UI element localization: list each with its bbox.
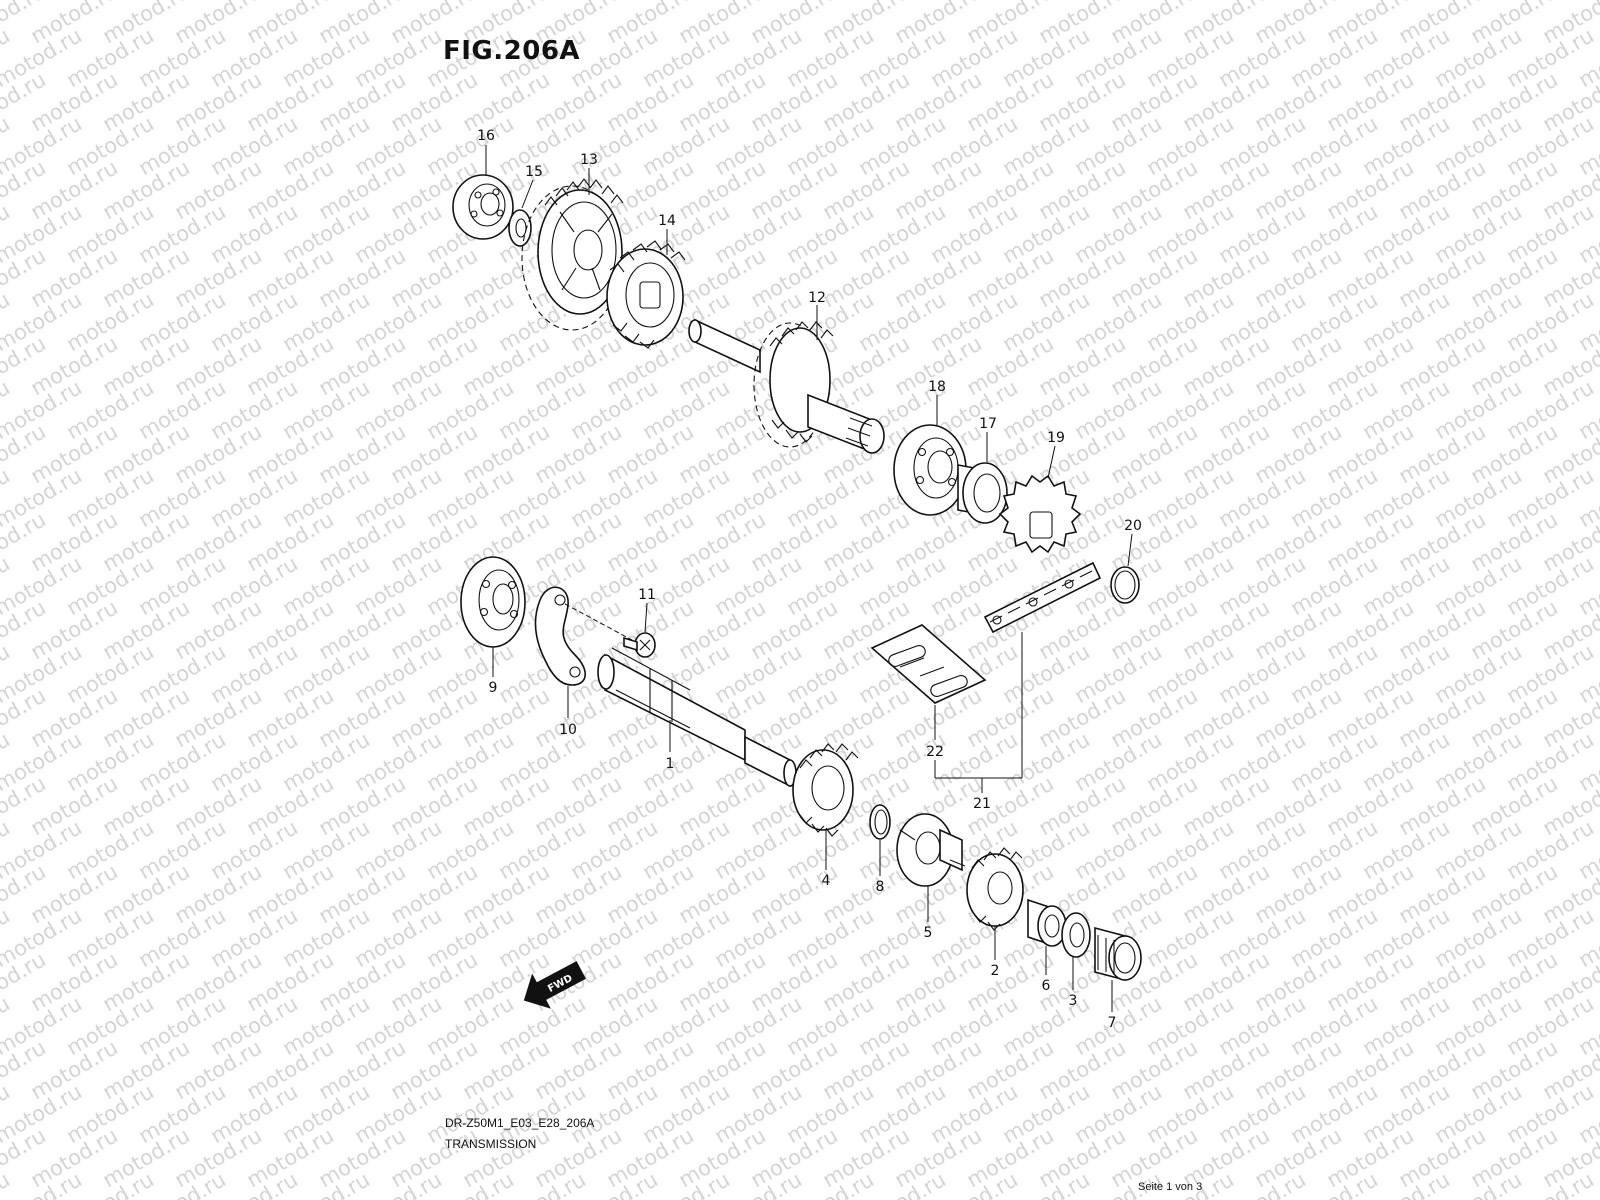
gear-2 [966, 847, 1024, 931]
gear-14 [606, 240, 686, 349]
callout-16: 16 [477, 128, 495, 144]
countershaft-12 [688, 318, 885, 454]
callout-17: 17 [979, 416, 997, 432]
fwd-arrow-icon: FWD [523, 961, 586, 1009]
circlip-8 [869, 804, 891, 840]
washer-3 [1061, 912, 1091, 958]
bearing-7 [1094, 926, 1142, 982]
callout-4: 4 [822, 873, 831, 889]
callout-8: 8 [876, 879, 885, 895]
model-code: DR-Z50M1_E03_E28_206A [445, 1116, 595, 1130]
callout-19: 19 [1047, 430, 1065, 446]
callout-18: 18 [928, 379, 946, 395]
screw-11 [564, 603, 656, 658]
leader-lines [485, 145, 1133, 1012]
callout-13: 13 [580, 152, 598, 168]
callout-7: 7 [1108, 1015, 1117, 1031]
callout-14: 14 [658, 213, 676, 229]
drive-chain-21 [983, 561, 1102, 634]
section-name: TRANSMISSION [445, 1137, 537, 1151]
gear-5 [896, 813, 966, 887]
bearing-16 [452, 174, 514, 240]
chain-joint-22 [870, 624, 987, 704]
callout-21: 21 [973, 796, 991, 812]
callout-22: 22 [926, 744, 944, 760]
bushing-6 [1027, 898, 1067, 947]
sprocket-19 [998, 474, 1082, 554]
main-shaft-1 [597, 647, 797, 788]
callout-9: 9 [489, 680, 498, 696]
callout-5: 5 [924, 925, 933, 941]
figure-title: FIG.206A [443, 36, 581, 66]
callout-11: 11 [638, 587, 656, 603]
oil-seal-17 [957, 462, 1008, 524]
retainer-plate-10 [534, 586, 586, 686]
callout-3: 3 [1069, 993, 1078, 1009]
callout-2: 2 [991, 963, 1000, 979]
gear-4 [792, 743, 859, 837]
callout-labels: 16 15 13 14 12 18 17 19 20 11 9 10 1 22 … [477, 128, 1142, 1031]
callout-20: 20 [1124, 518, 1142, 534]
callout-1: 1 [666, 756, 675, 772]
callout-12: 12 [808, 290, 826, 306]
callout-10: 10 [559, 722, 577, 738]
circlip-20 [1110, 566, 1140, 604]
callout-6: 6 [1042, 978, 1051, 994]
callout-15: 15 [525, 164, 543, 180]
bearing-18 [893, 424, 967, 516]
bearing-9 [460, 556, 526, 648]
page-indicator: Seite 1 von 3 [1138, 1181, 1203, 1193]
washer-15 [508, 209, 532, 247]
